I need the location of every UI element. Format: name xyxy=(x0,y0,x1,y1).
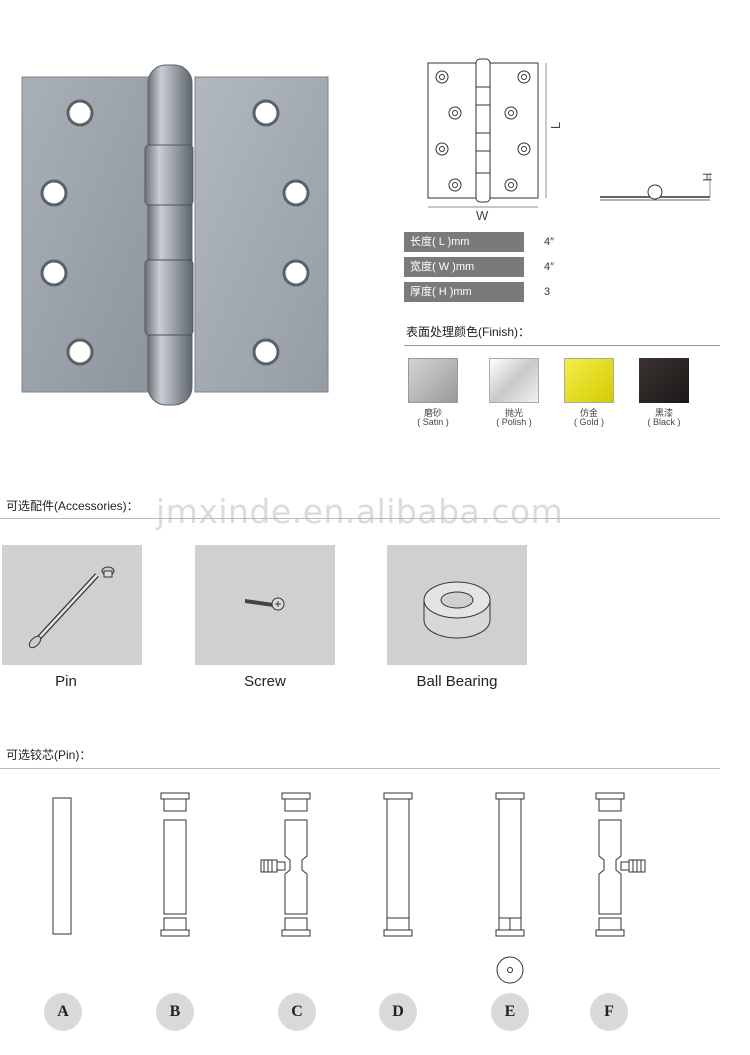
divider xyxy=(0,768,720,769)
finish-swatch-satin xyxy=(408,358,458,403)
pin-type-e-drawing xyxy=(495,792,525,984)
accessory-label: Pin xyxy=(55,673,77,690)
finish-name-satin-en: ( Satin ) xyxy=(417,417,449,427)
finish-title: 表面处理颜色(Finish)： xyxy=(406,325,531,339)
height-dimension-label: H xyxy=(700,172,715,182)
spec-label: 宽度( W )mm xyxy=(404,257,524,277)
pin-type-c-drawing xyxy=(260,792,311,937)
pin-letter-f: F xyxy=(590,993,628,1031)
spec-label: 长度( L )mm xyxy=(404,232,524,252)
length-dimension-label: L xyxy=(548,121,564,130)
spec-row-width: 宽度( W )mm 4″ xyxy=(404,257,584,277)
finish-swatch-polish xyxy=(489,358,539,403)
pin-icon xyxy=(28,566,115,649)
accessory-ball-bearing-image xyxy=(387,545,527,665)
accessory-screw-image xyxy=(195,545,335,665)
spec-value: 4″ xyxy=(544,261,555,273)
finish-name-gold-en: ( Gold ) xyxy=(573,417,604,427)
width-dimension-label: W xyxy=(476,208,489,223)
finish-swatch-black xyxy=(639,358,689,403)
accessory-pin-image xyxy=(2,545,142,665)
divider xyxy=(0,518,720,519)
finish-name-polish: 抛光 xyxy=(504,408,523,418)
accessories-title: 可选配件(Accessories)： xyxy=(6,499,139,513)
finish-name-black-en: ( Black ) xyxy=(647,417,681,427)
pin-type-b-drawing xyxy=(160,792,190,937)
spec-value: 3 xyxy=(544,286,551,298)
accessory-label: Ball Bearing xyxy=(416,673,498,690)
spec-row-length: 长度( L )mm 4″ xyxy=(404,232,584,252)
divider xyxy=(404,345,720,346)
pin-letter-e: E xyxy=(491,993,529,1031)
pin-type-f-drawing xyxy=(595,792,646,937)
spec-value: 4″ xyxy=(544,236,555,248)
hinge-product-photo xyxy=(21,64,329,406)
ball-bearing-icon xyxy=(423,581,491,639)
finish-name-gold: 仿金 xyxy=(579,408,598,418)
finish-swatch-gold xyxy=(564,358,614,403)
pin-letter-d: D xyxy=(379,993,417,1031)
accessory-label: Screw xyxy=(244,673,286,690)
pins-title: 可选铰芯(Pin)： xyxy=(6,748,92,762)
spec-label: 厚度( H )mm xyxy=(404,282,524,302)
pin-letter-c: C xyxy=(278,993,316,1031)
hinge-side-view xyxy=(600,173,711,201)
finish-name-satin: 磨砂 xyxy=(423,408,442,418)
pin-letter-a: A xyxy=(44,993,82,1031)
screw-icon xyxy=(245,597,285,611)
spec-row-thickness: 厚度( H )mm 3 xyxy=(404,282,584,302)
pin-letter-b: B xyxy=(156,993,194,1031)
finish-name-polish-en: ( Polish ) xyxy=(496,417,532,427)
finish-name-black: 黑漆 xyxy=(654,408,673,418)
pin-type-a-drawing xyxy=(52,797,72,935)
dimension-diagram xyxy=(427,58,547,208)
pin-type-d-drawing xyxy=(383,792,413,937)
watermark: jmxinde.en.alibaba.com xyxy=(156,492,564,531)
